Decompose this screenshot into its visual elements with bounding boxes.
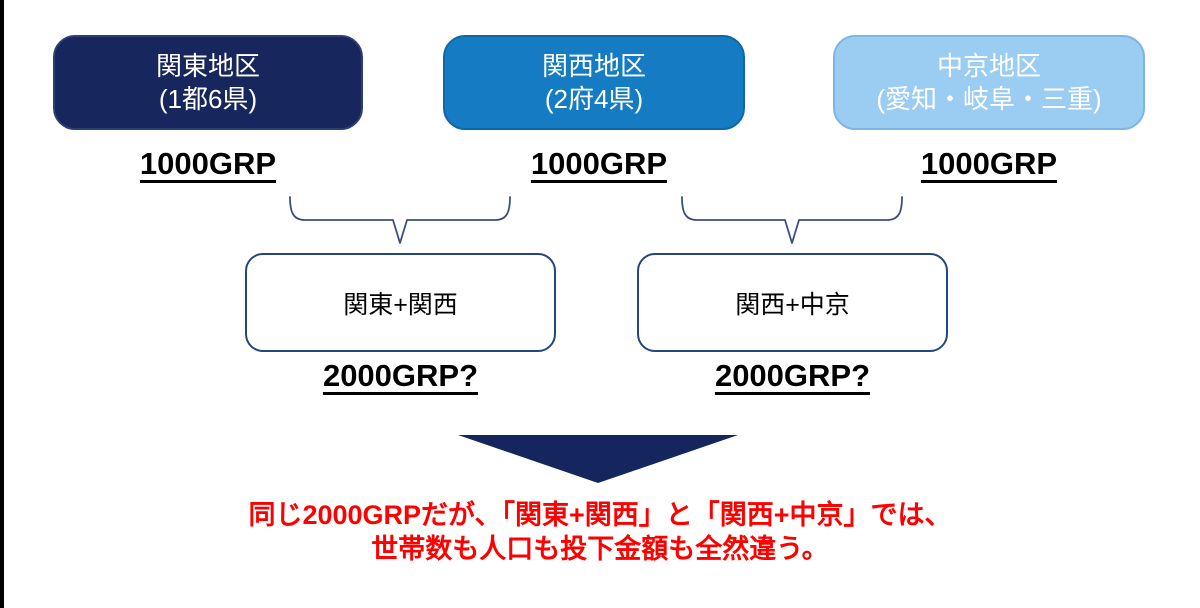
region-title: 関西地区 xyxy=(541,50,646,81)
grp-question-kansai-chukyo: 2000GRP? xyxy=(714,358,871,393)
conclusion-text: 同じ2000GRPだが、「関東+関西」と「関西+中京」では、 世帯数も人口も投下… xyxy=(0,498,1200,566)
region-box-kansai: 関西地区 (2府4県) xyxy=(443,35,745,130)
region-subtitle: (1都6県) xyxy=(158,83,258,114)
grp-label-kanto: 1000GRP xyxy=(139,146,277,181)
region-box-kanto: 関東地区 (1都6県) xyxy=(53,35,363,130)
down-arrow-icon xyxy=(458,435,738,483)
grp-label-chukyo: 1000GRP xyxy=(920,146,1058,181)
combo-label: 関西+中京 xyxy=(735,290,850,319)
region-title: 中京地区 xyxy=(936,50,1041,81)
conclusion-line-1: 同じ2000GRPだが、「関東+関西」と「関西+中京」では、 xyxy=(248,500,952,530)
region-title: 関東地区 xyxy=(155,50,260,81)
region-subtitle: (愛知・岐阜・三重) xyxy=(876,83,1102,114)
curly-brace-right xyxy=(681,196,903,244)
region-box-chukyo: 中京地区 (愛知・岐阜・三重) xyxy=(833,35,1145,130)
combo-box-kanto-kansai: 関東+関西 xyxy=(245,253,556,352)
combo-box-kansai-chukyo: 関西+中京 xyxy=(637,253,948,352)
grp-question-kanto-kansai: 2000GRP? xyxy=(322,358,479,393)
grp-label-kansai: 1000GRP xyxy=(530,146,668,181)
conclusion-line-2: 世帯数も人口も投下金額も全然違う。 xyxy=(371,534,829,564)
curly-brace-left xyxy=(289,196,511,244)
region-subtitle: (2府4県) xyxy=(544,83,644,114)
screen-edge-artifact xyxy=(0,0,4,608)
combo-label: 関東+関西 xyxy=(343,290,458,319)
